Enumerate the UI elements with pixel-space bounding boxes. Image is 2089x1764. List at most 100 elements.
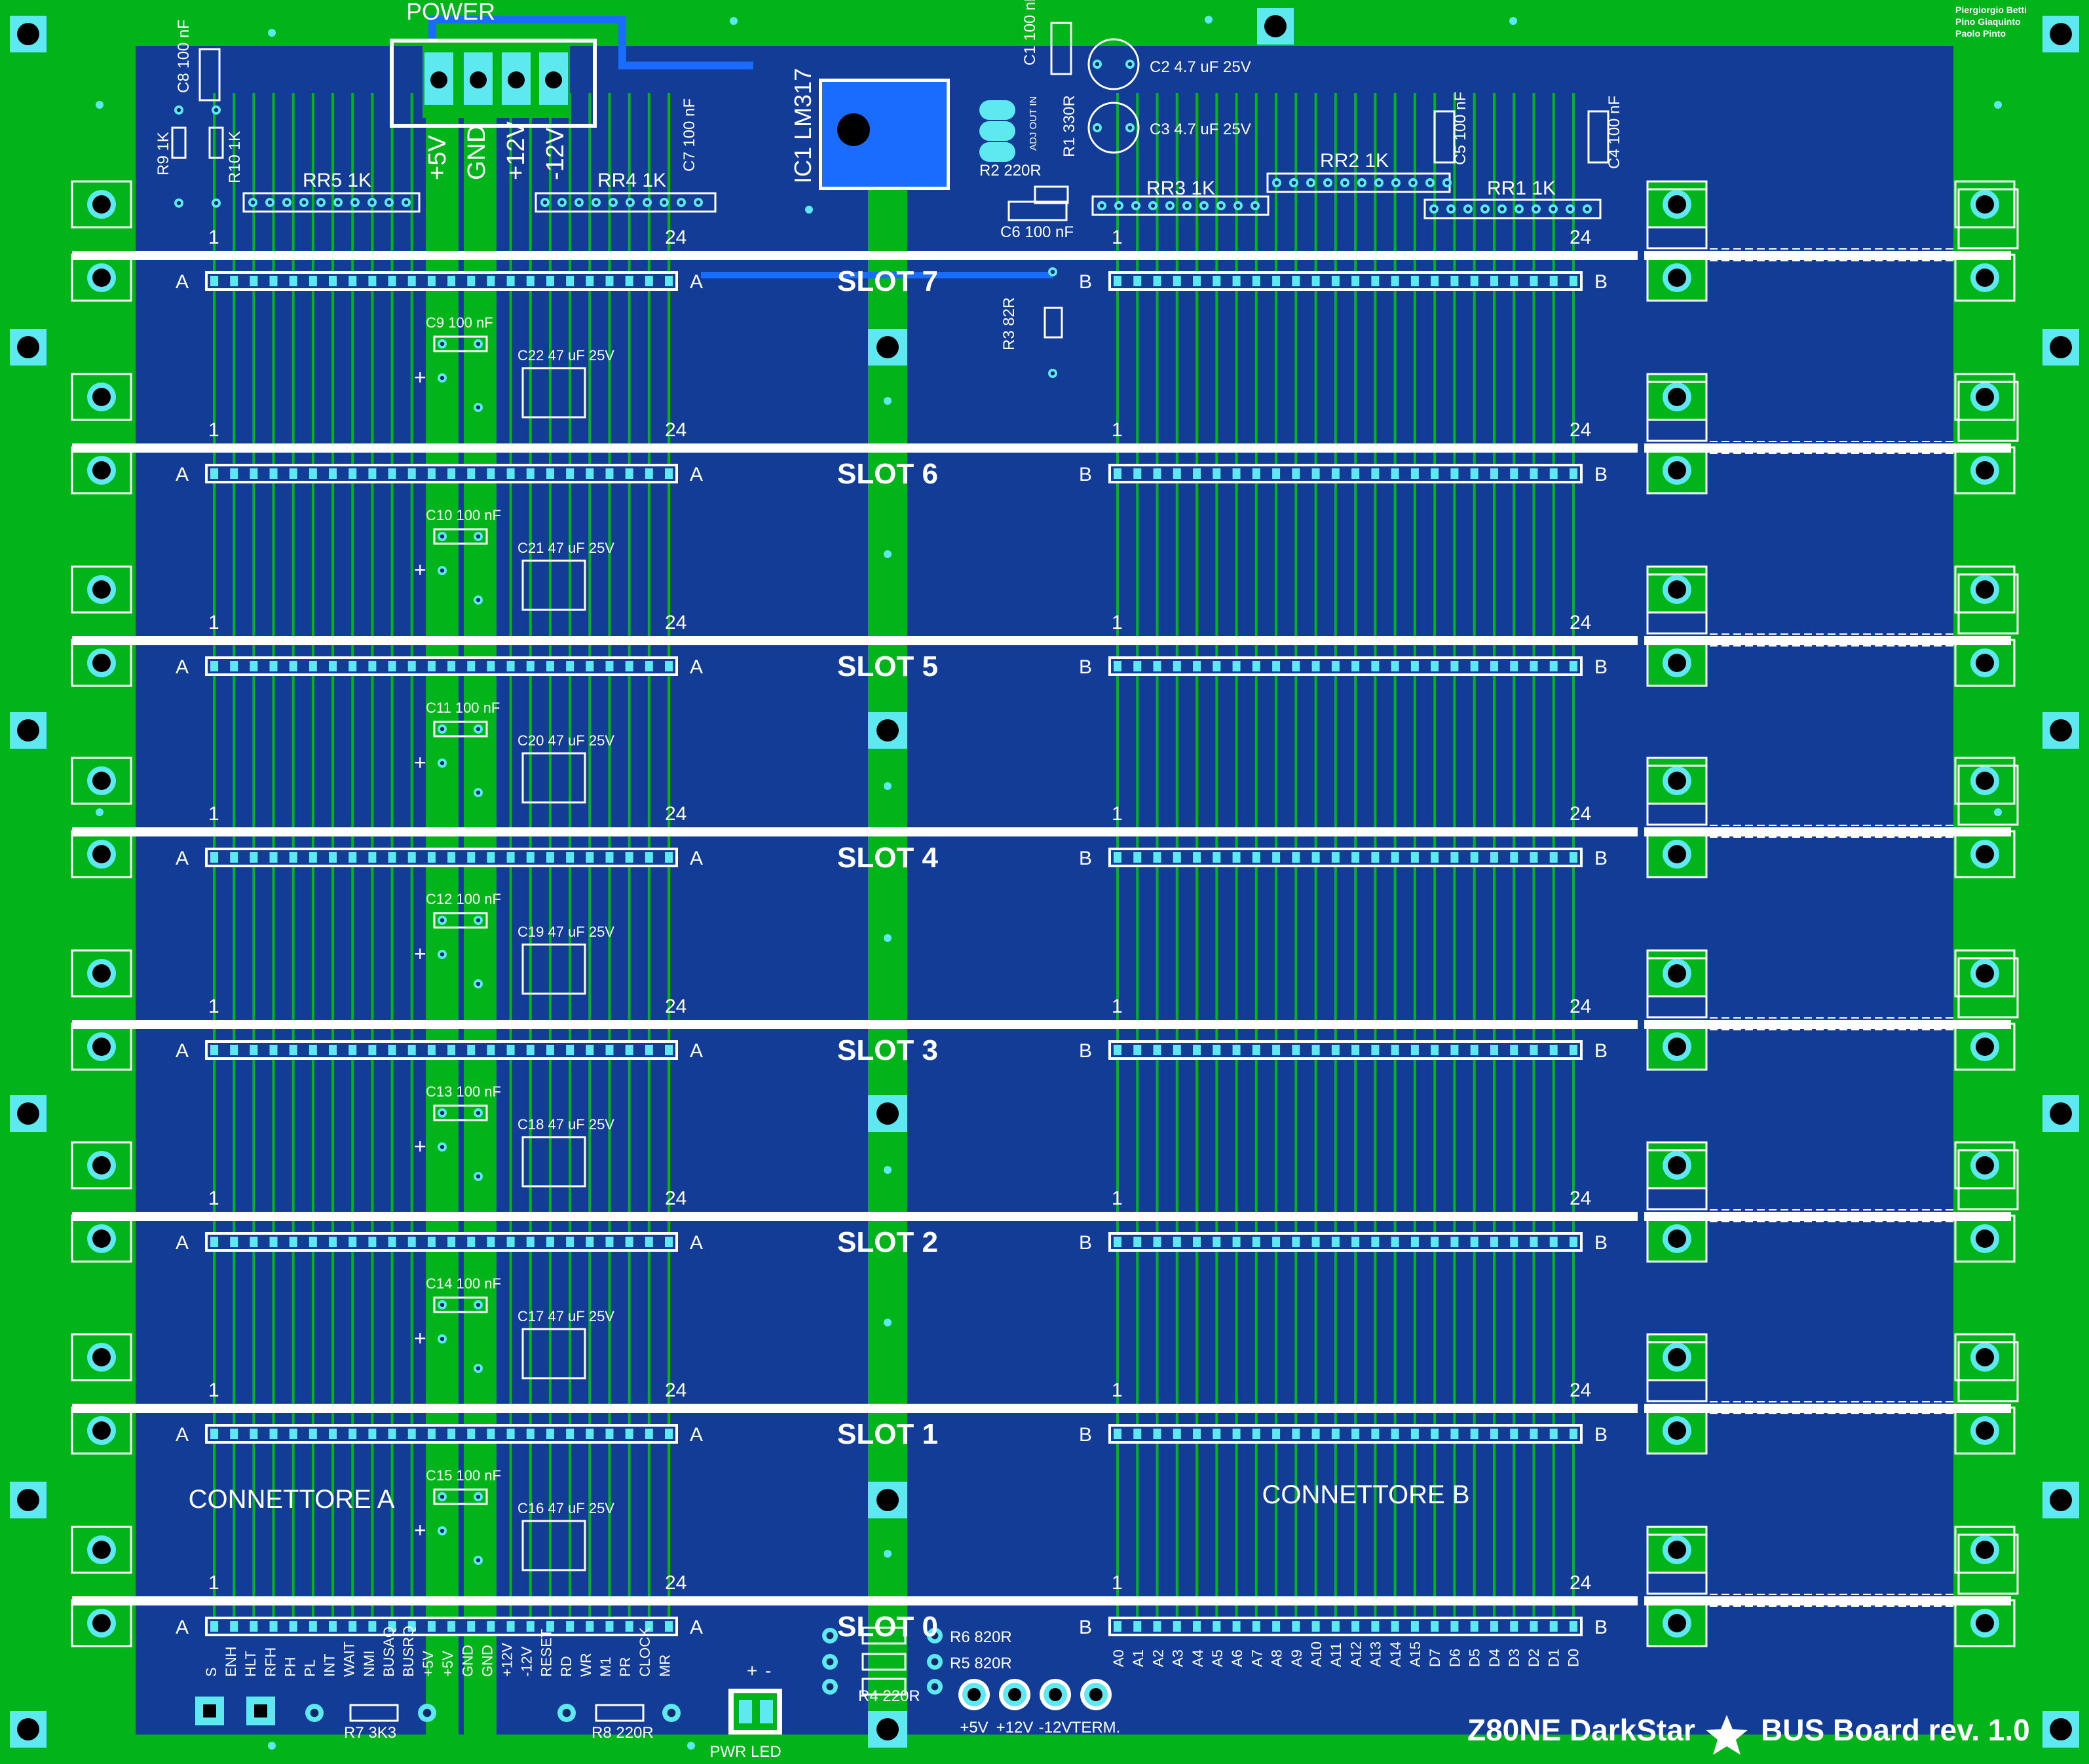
bus-a-signal: BUSRQ: [400, 1626, 417, 1677]
slot-1-pin: [1549, 1429, 1558, 1439]
slot-3-pin: [1391, 1045, 1399, 1055]
slot-2-label-a-r: A: [690, 1232, 703, 1254]
slot-1-pin: [506, 1429, 515, 1439]
slot-0-pin: [1371, 1621, 1380, 1632]
slot-5-header-a-inner: [208, 659, 675, 673]
slot-6-pin1-a: 1: [208, 419, 219, 441]
slot-0-pin: [1193, 1621, 1201, 1632]
slot-6-pin: [1391, 468, 1399, 479]
slot-3-card-guide: [1644, 1020, 2011, 1029]
slot-6-pin: [506, 468, 515, 479]
slot-6-standoff-hole: [92, 388, 111, 406]
slot-7-pin: [309, 276, 317, 286]
slot-0-pin1-b: 1: [1112, 1572, 1123, 1594]
slot-2-elec-pad-minus-hole: [476, 1366, 481, 1371]
test-point-hole: [1049, 1688, 1062, 1701]
slot-4-elec-label: C19 47 uF 25V: [518, 924, 614, 940]
array-pin-hole: [679, 200, 684, 205]
slot-2-pin: [1351, 1237, 1360, 1247]
slot-5-pin: [1570, 661, 1577, 671]
slot-5-pin: [348, 661, 357, 671]
slot-3-pin: [1490, 1045, 1498, 1055]
power-pin-hole: [545, 71, 562, 88]
bus-b-signal: D2: [1526, 1649, 1542, 1667]
center-hole: [876, 1102, 899, 1125]
slot-5-pin1-a: 1: [208, 612, 219, 633]
pwr-led-label: PWR LED: [709, 1743, 781, 1761]
slot-7-standoff-hole: [1976, 269, 1994, 287]
slot-5-title: SLOT 5: [837, 650, 938, 683]
slot-5-cap-label: C11 100 nF: [426, 700, 500, 716]
slot-4-pin: [1213, 852, 1221, 863]
slot-5-pin: [1510, 661, 1518, 671]
slot-0-pin: [230, 1621, 238, 1632]
slot-6-card-guide: [1644, 443, 2011, 453]
slot-2-standoff: [71, 1141, 132, 1190]
slot-4-pin: [467, 852, 476, 863]
slot-5-via: [884, 782, 892, 790]
r10-label: R10 1K: [226, 131, 244, 183]
slot-3-header-a-inner: [208, 1043, 675, 1057]
array-pin-hole: [1410, 180, 1416, 185]
slot-4-card-guide: [72, 827, 1638, 836]
bus-b-signal: D7: [1427, 1649, 1443, 1667]
slot-3-pin: [1549, 1045, 1558, 1055]
resistor-array: [1423, 198, 1602, 219]
rr3-label: RR3 1K: [1146, 178, 1215, 199]
slot-6-cap-label: C10 100 nF: [426, 507, 501, 523]
slot-5-pin: [1311, 661, 1320, 671]
bus-a-signal: PR: [617, 1657, 633, 1677]
bottom-r-label: R6 820R: [950, 1628, 1012, 1646]
slot-6-pin: [1510, 468, 1518, 479]
r7-pad-hole: [423, 1708, 432, 1717]
slot-3-standoff-hole: [1668, 964, 1686, 983]
slot-4-pin: [1173, 852, 1181, 863]
array-pin-hole: [1201, 203, 1207, 208]
slot-1-pin: [250, 1429, 258, 1439]
slot-4-cap-pad-hole: [440, 918, 445, 923]
slot-7-pin: [605, 276, 614, 286]
power-connector-outline: [390, 39, 597, 128]
slot-5-pin24-a: 24: [665, 612, 687, 633]
bus-b-signal: A12: [1347, 1642, 1364, 1667]
bus-b-signal: A3: [1170, 1649, 1186, 1667]
slot-2-pin1-a: 1: [208, 1188, 219, 1209]
slot-3-cap-pad-hole: [476, 1110, 481, 1116]
slot-6-pin: [1173, 468, 1181, 479]
slot-6-elec-pad-plus-hole: [440, 568, 445, 573]
slot-7-cap-pad-hole: [440, 341, 445, 347]
c2-label: C2 4.7 uF 25V: [1150, 58, 1251, 76]
slot-5-standoff-hole: [92, 580, 111, 599]
slot-0-pin: [566, 1621, 574, 1632]
slot-7-pin: [427, 276, 436, 286]
slot-2-pin: [1510, 1237, 1518, 1247]
mounting-hole: [2050, 1489, 2072, 1511]
slot-4-label-b-l: B: [1079, 848, 1092, 869]
rr5-label: RR5 1K: [303, 170, 371, 191]
bus-a-signal: WAIT: [341, 1642, 358, 1677]
slot-6-pin: [526, 468, 535, 479]
slot-2-pin: [1391, 1237, 1399, 1247]
slot-4-pin: [1450, 852, 1459, 863]
slot-2-pin: [269, 1237, 278, 1247]
slot-1-pin: [1351, 1429, 1360, 1439]
slot-3-pin: [1331, 1045, 1340, 1055]
slot-5-card-guide: [1644, 636, 2011, 645]
slot-4-pin1-b: 1: [1112, 803, 1123, 825]
slot-5-pin: [1431, 661, 1439, 671]
slot-0-pin: [1213, 1621, 1221, 1632]
slot-5-pin: [1470, 661, 1478, 671]
via: [805, 206, 813, 214]
slot-6-pin: [1114, 468, 1121, 479]
array-pin-hole: [1431, 206, 1437, 212]
bus-a-signal: HLT: [242, 1651, 259, 1677]
bus-a-signal: WR: [578, 1653, 594, 1677]
slot-6-pin: [1193, 468, 1201, 479]
center-hole: [876, 1718, 899, 1740]
slot-7-pin: [1331, 276, 1340, 286]
slot-0-pin: [1272, 1621, 1281, 1632]
slot-4-pin: [665, 852, 673, 863]
slot-1-pin: [487, 1429, 495, 1439]
slot-7-pin: [1530, 276, 1538, 286]
slot-2-standoff-hole: [1976, 1229, 1994, 1248]
